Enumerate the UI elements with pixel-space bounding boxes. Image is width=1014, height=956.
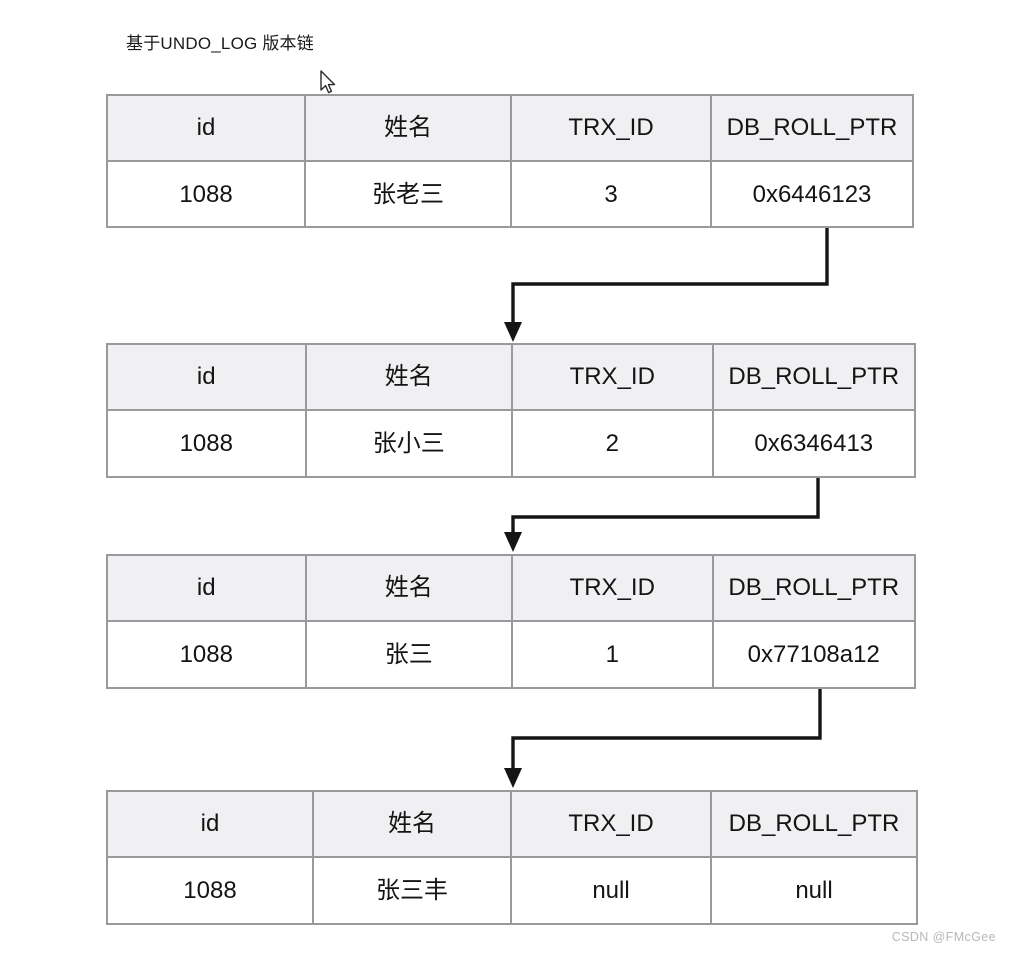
cell-trx-id: 2 [513,411,714,477]
column-header-trx-id: TRX_ID [513,556,714,620]
column-header-id: id [108,96,307,160]
cell-name: 张三 [307,622,513,688]
mouse-pointer-icon [320,70,336,94]
cell-name: 张小三 [307,411,513,477]
table-row: 1088 张三丰 null null [108,858,916,924]
cell-id: 1088 [108,162,307,228]
column-header-trx-id: TRX_ID [512,792,713,856]
column-header-trx-id: TRX_ID [512,96,712,160]
table-header-row: id 姓名 TRX_ID DB_ROLL_PTR [108,345,914,411]
cell-db-roll-ptr: 0x77108a12 [747,641,880,668]
cell-id: 1088 [108,858,314,924]
cell-trx-id: null [512,858,713,924]
column-header-db-roll-ptr: DB_ROLL_PTR [728,574,900,601]
column-header-trx-id: TRX_ID [513,345,714,409]
cell-trx-id: 1 [513,622,714,688]
table-row: 1088 张三 1 0x77108a12 [108,622,914,688]
cell-db-roll-ptr: 0x6346413 [754,430,874,457]
column-header-id: id [108,345,307,409]
column-header-db-roll-ptr: DB_ROLL_PTR [728,810,900,837]
undo-log-version-table-1: id 姓名 TRX_ID DB_ROLL_PTR 1088 张老三 3 0x64… [106,94,914,228]
pointer-arrow-3-to-4 [504,689,822,788]
arrowhead [504,768,522,788]
column-header-db-roll-ptr: DB_ROLL_PTR [726,114,898,141]
undo-log-version-table-3: id 姓名 TRX_ID DB_ROLL_PTR 1088 张三 1 0x771… [106,554,916,689]
column-header-name: 姓名 [314,792,512,856]
column-header-id: id [108,792,314,856]
cell-db-roll-ptr: null [795,877,833,904]
column-header-name: 姓名 [307,345,513,409]
csdn-watermark: CSDN @FMcGee [891,930,996,944]
column-header-db-roll-ptr: DB_ROLL_PTR [728,363,900,390]
cell-id: 1088 [108,622,307,688]
table-header-row: id 姓名 TRX_ID DB_ROLL_PTR [108,556,914,622]
column-header-name: 姓名 [307,556,513,620]
undo-log-version-table-2: id 姓名 TRX_ID DB_ROLL_PTR 1088 张小三 2 0x63… [106,343,916,478]
arrowhead [504,322,522,342]
undo-log-version-table-4: id 姓名 TRX_ID DB_ROLL_PTR 1088 张三丰 null n… [106,790,918,925]
table-header-row: id 姓名 TRX_ID DB_ROLL_PTR [108,96,912,162]
page-title: 基于UNDO_LOG 版本链 [126,34,314,53]
cell-trx-id: 3 [512,162,712,228]
column-header-id: id [108,556,307,620]
table-row: 1088 张老三 3 0x6446123 [108,162,912,228]
pointer-arrow-1-to-2 [504,228,829,342]
arrowhead [504,532,522,552]
cell-name: 张老三 [306,162,512,228]
column-header-name: 姓名 [306,96,512,160]
cell-db-roll-ptr: 0x6446123 [752,181,872,208]
table-header-row: id 姓名 TRX_ID DB_ROLL_PTR [108,792,916,858]
pointer-arrow-2-to-3 [504,478,820,552]
table-row: 1088 张小三 2 0x6346413 [108,411,914,477]
cell-id: 1088 [108,411,307,477]
cell-name: 张三丰 [314,858,512,924]
